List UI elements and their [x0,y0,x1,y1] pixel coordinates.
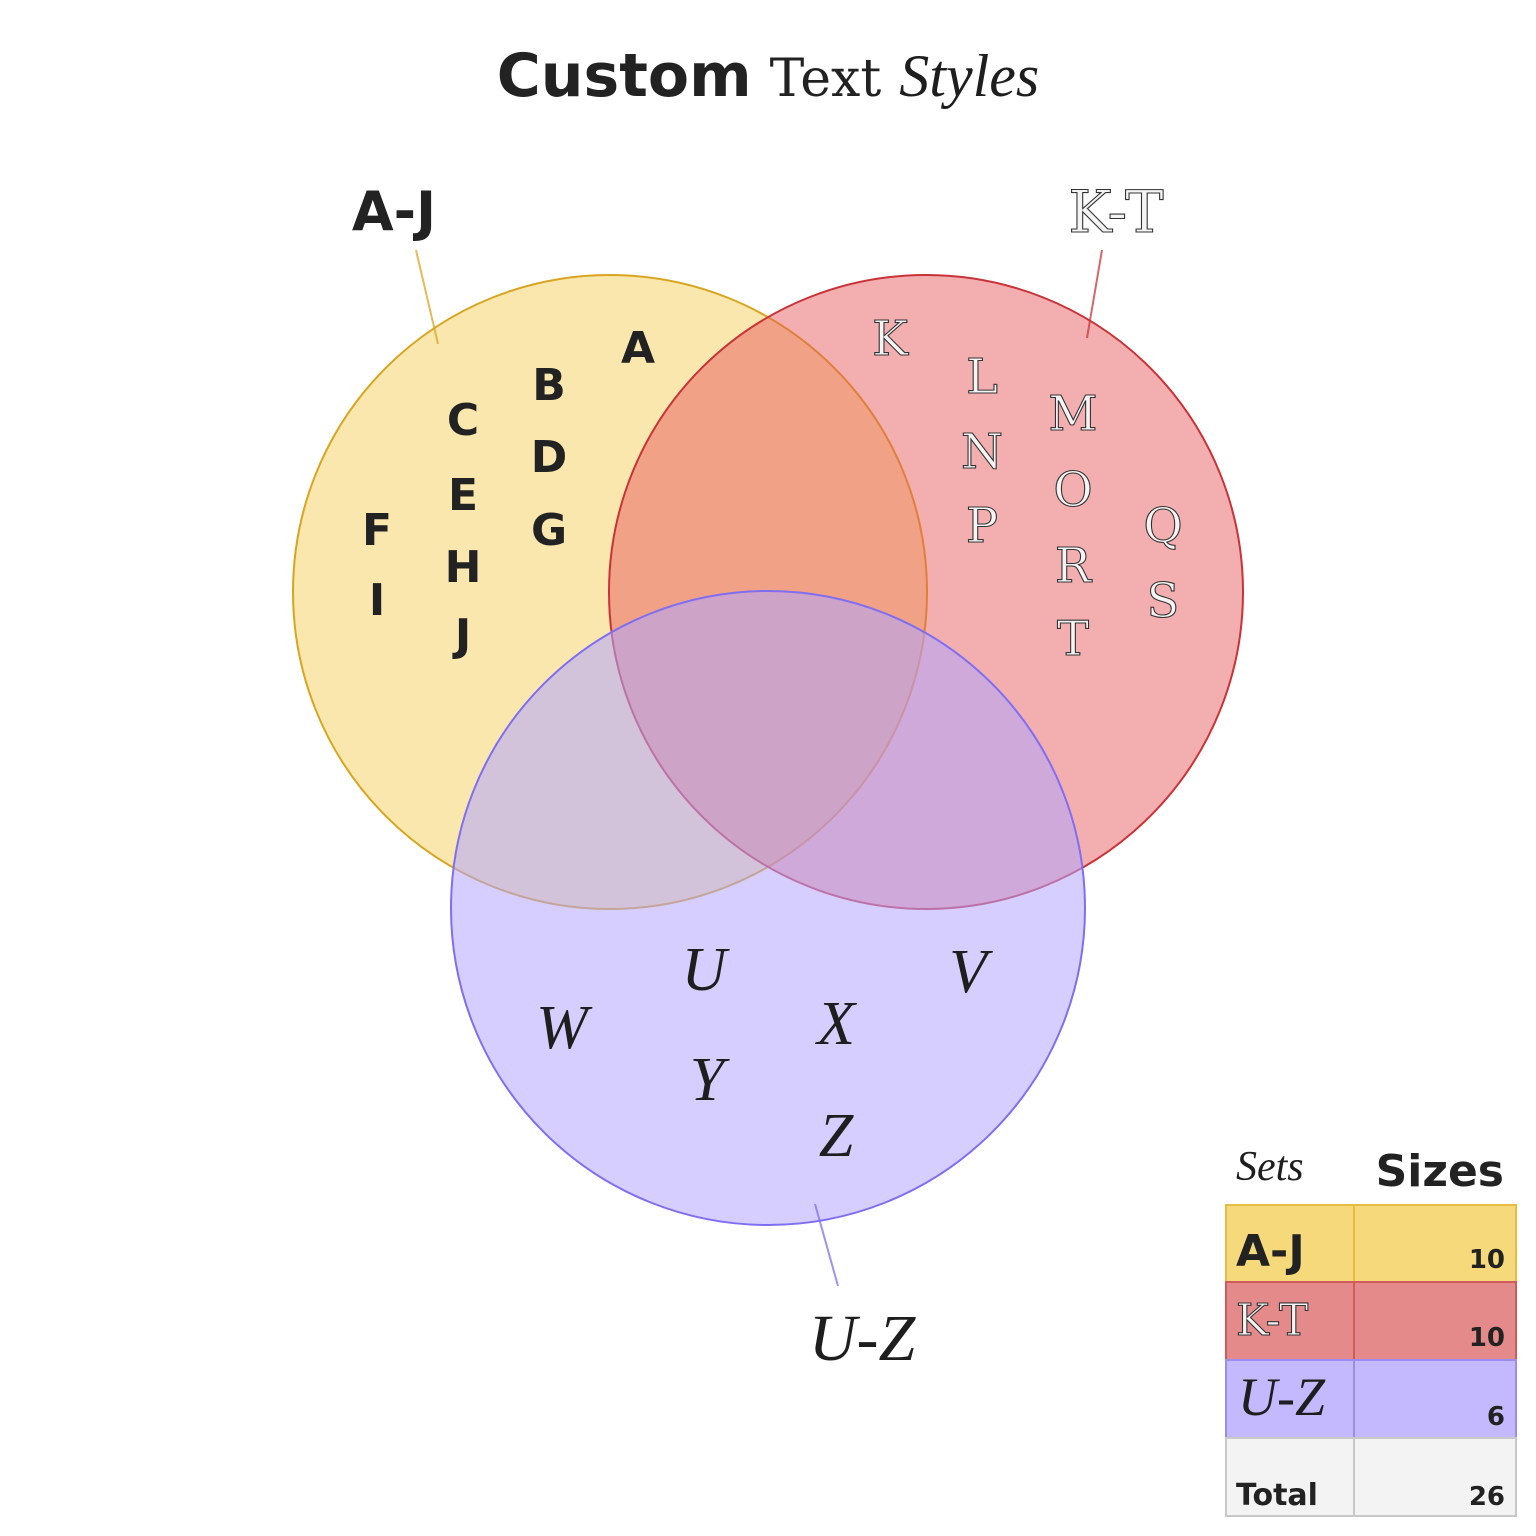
venn-circles [292,274,1244,1226]
table-row-a-j: A-J 10 [1225,1204,1517,1283]
leader-line-a-j [415,249,439,345]
table-cell-label-bg [1225,1437,1355,1517]
letters-u-z: U V W X Y Z [536,936,993,1170]
element-letter: B [532,360,566,411]
table-row-total: Total 26 [1225,1437,1517,1517]
set-size-table: Sets Sizes A-J 10 K-T 10 U-Z 6 Total 26 [1225,1144,1517,1517]
table-row-size: 6 [1487,1402,1505,1432]
element-letter: N [961,424,1003,480]
element-letter: T [1057,611,1089,667]
table-cell-label-bg [1225,1281,1355,1361]
table-total-label: Total [1236,1478,1318,1513]
element-letter: X [814,990,857,1058]
element-letter: P [966,498,998,554]
table-row-k-t: K-T 10 [1225,1281,1517,1361]
table-cell-label-bg [1225,1204,1355,1283]
table-row-label: A-J [1236,1226,1305,1277]
set-label-k-t: K-T [1068,178,1164,246]
element-letter: Q [1143,498,1182,554]
element-letter: C [447,395,479,446]
element-letter: D [531,432,568,483]
letters-a-j: A B C D E F G H I J [362,323,655,661]
element-letter: H [445,542,482,593]
element-letter: E [448,470,478,521]
element-letter: A [621,323,655,374]
element-letter: W [536,994,593,1062]
table-row-label: U-Z [1238,1367,1326,1427]
title-part-text: Text [770,49,882,109]
table-cell-size-bg [1353,1359,1517,1439]
element-letter: M [1048,386,1097,442]
table-row-u-z: U-Z 6 [1225,1359,1517,1439]
element-letter: Y [690,1046,730,1114]
letters-k-t: K L M N O P Q R S T [872,310,1184,667]
element-letter: G [531,505,567,556]
set-label-a-j: A-J [352,180,436,243]
table-cell-label-bg [1225,1359,1355,1439]
table-header-sizes: Sizes [1376,1146,1504,1197]
title-part-custom: Custom [497,41,752,111]
table-total-value: 26 [1469,1482,1505,1512]
table-cell-size-bg [1353,1281,1517,1361]
element-letter: U [682,936,731,1004]
diagram-title: Custom Text Styles [497,41,1040,111]
title-part-styles: Styles [899,43,1039,109]
element-letter: F [362,505,392,556]
leader-line-k-t [1086,249,1103,339]
element-letter: Z [819,1102,854,1170]
table-cell-size-bg [1353,1437,1517,1517]
circle-u-z [450,590,1086,1226]
table-row-label: K-T [1236,1295,1308,1346]
table-header-sets: Sets [1236,1144,1304,1190]
element-letter: V [949,938,993,1006]
element-letter: L [966,349,998,405]
table-row-size: 10 [1469,1245,1505,1275]
element-letter: R [1055,538,1093,594]
table-cell-size-bg [1353,1204,1517,1283]
element-letter: O [1053,462,1092,518]
element-letter: K [872,311,909,367]
element-letter: S [1147,573,1180,629]
element-letter: J [452,610,471,661]
element-letter: I [369,575,385,626]
leader-line-u-z [814,1203,839,1287]
set-label-u-z: U-Z [809,1302,917,1375]
table-row-size: 10 [1469,1323,1505,1353]
